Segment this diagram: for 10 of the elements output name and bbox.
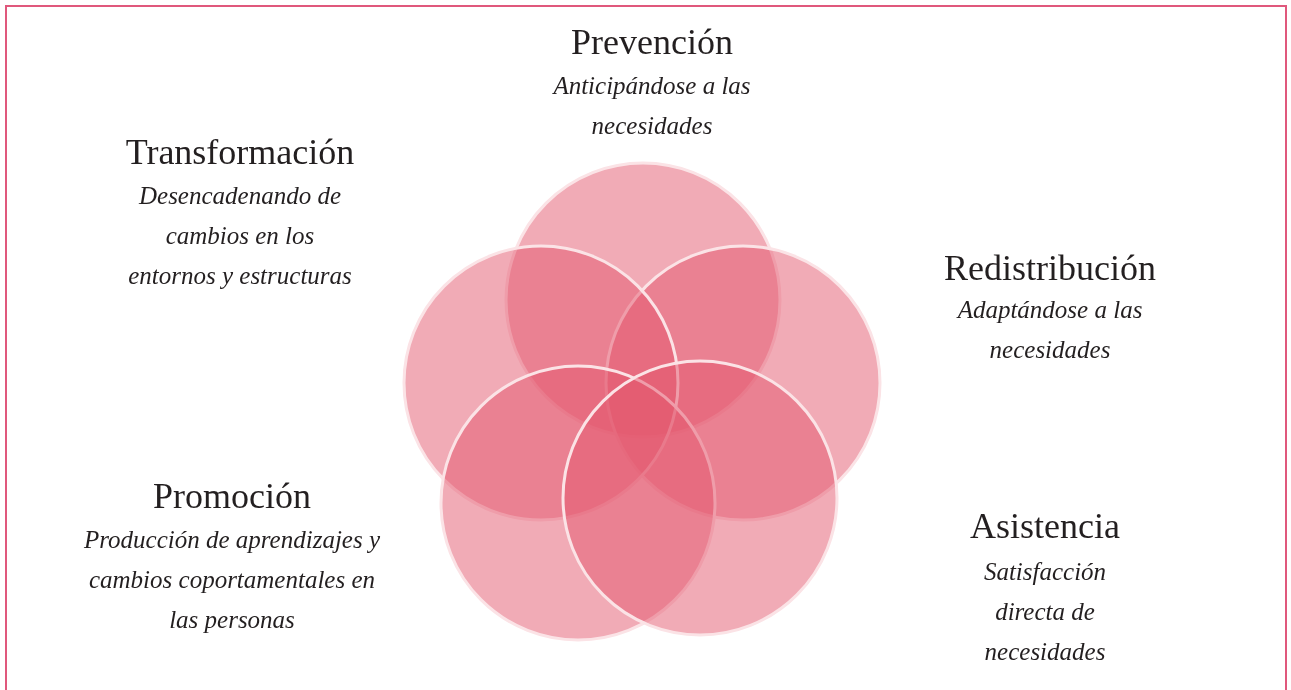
category-heading: Prevención [570, 22, 734, 62]
category-heading: Asistencia [969, 506, 1121, 546]
category-heading: Promoción [152, 476, 312, 516]
category-description: Producción de aprendizajes y cambios coportamentales en las personas [83, 525, 381, 635]
category-description: Satisfacción directa de necesidades [982, 557, 1108, 667]
category-description: Anticipándose a las necesidades [551, 71, 752, 141]
category-heading: Redistribución [943, 248, 1157, 288]
category-description: Desencadenando de cambios en los entornos y estructuras [127, 181, 353, 291]
category-heading: Transformación [124, 132, 356, 172]
category-description: Adaptándose a las necesidades [955, 295, 1144, 365]
